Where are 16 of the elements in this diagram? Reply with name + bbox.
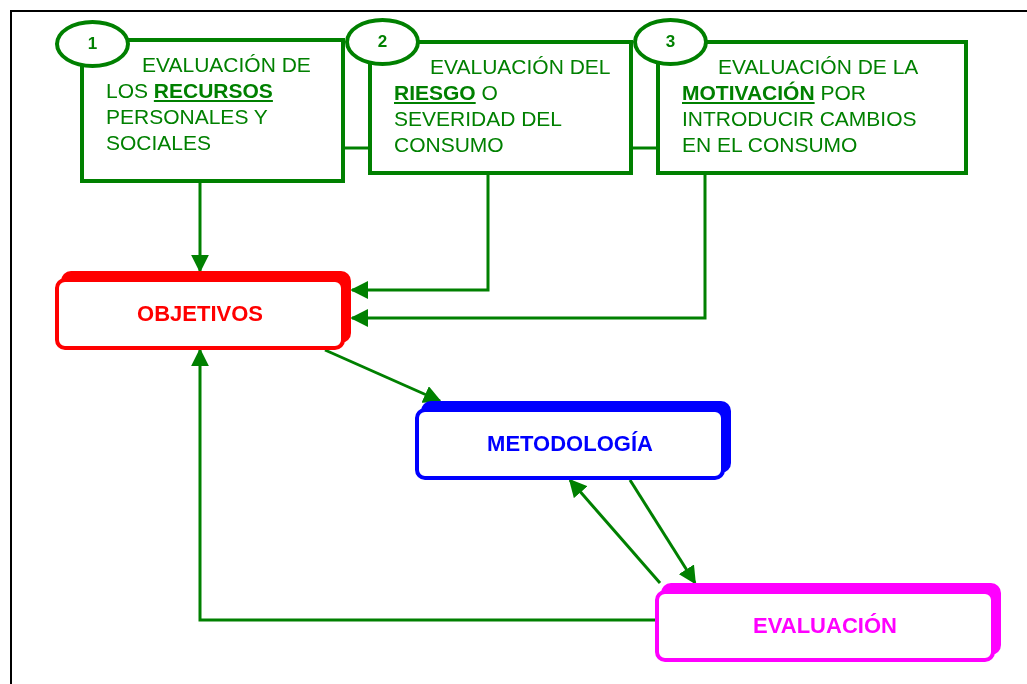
- arrow: [350, 175, 490, 299]
- connector-line: [345, 146, 368, 150]
- number-oval: 1: [55, 20, 130, 68]
- arrow: [568, 478, 662, 584]
- number-oval: 2: [345, 18, 420, 66]
- arrow: [628, 479, 697, 585]
- arrow: [350, 175, 707, 327]
- connector-line: [633, 146, 656, 150]
- number-oval: 3: [633, 18, 708, 66]
- box-label: EVALUACIÓN: [753, 613, 897, 639]
- arrow: [191, 348, 655, 622]
- assessment-box: [80, 38, 345, 183]
- box-label: METODOLOGÍA: [487, 431, 653, 457]
- box-label: OBJETIVOS: [137, 301, 263, 327]
- arrow: [324, 348, 442, 403]
- arrow: [191, 183, 209, 273]
